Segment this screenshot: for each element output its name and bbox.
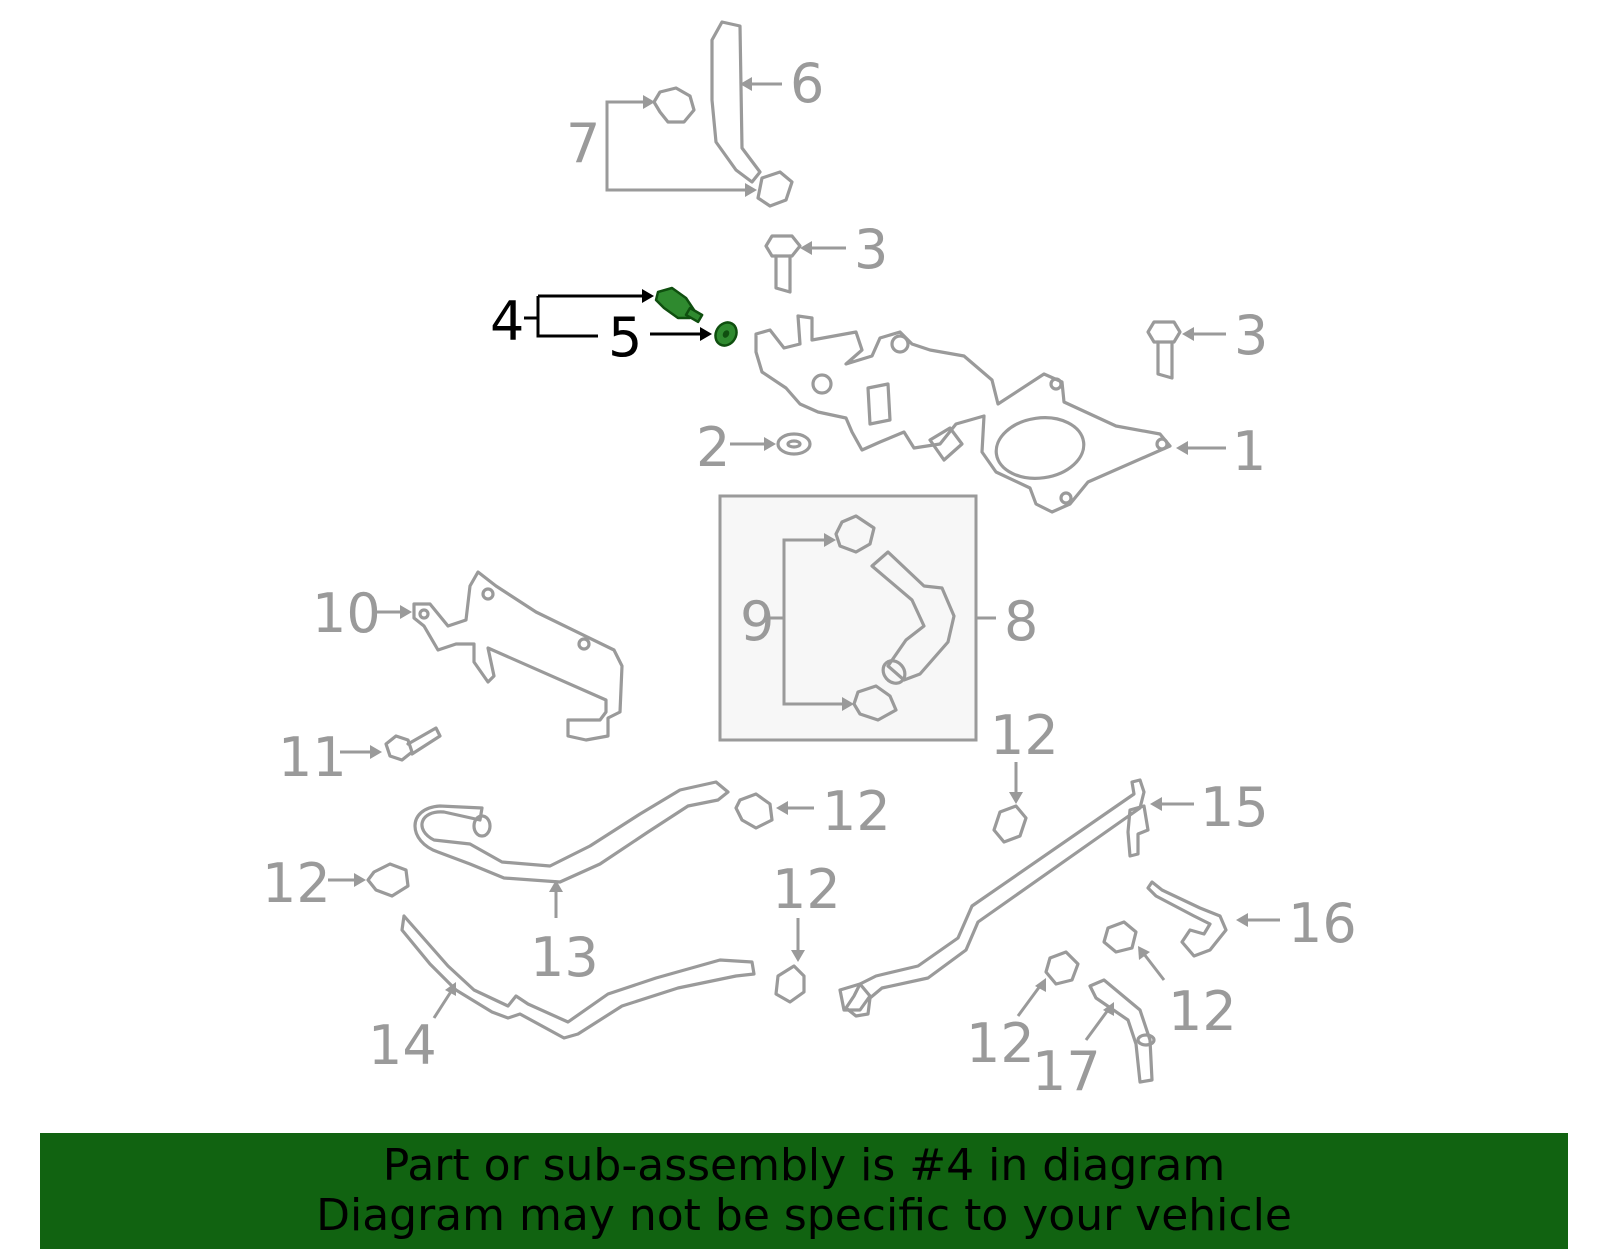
part-14-hose[interactable] bbox=[400, 914, 756, 1040]
part-12-clamp-d[interactable] bbox=[774, 964, 806, 1004]
part-7-clamp-lower[interactable] bbox=[756, 170, 794, 208]
part-16-hose[interactable] bbox=[1146, 880, 1228, 958]
callout-12b[interactable]: 12 bbox=[990, 704, 1059, 767]
banner-line-1: Part or sub-assembly is #4 in diagram bbox=[382, 1140, 1226, 1191]
part-2-o-ring[interactable] bbox=[776, 432, 812, 456]
part-7-clamp-upper[interactable] bbox=[652, 86, 696, 124]
callout-12a[interactable]: 12 bbox=[822, 780, 891, 843]
callout-9[interactable]: 9 bbox=[740, 590, 774, 653]
part-1-housing[interactable] bbox=[754, 314, 1172, 514]
part-12-clamp-b[interactable] bbox=[992, 804, 1028, 844]
leader-12f bbox=[1016, 985, 1042, 1017]
callout-7[interactable]: 7 bbox=[566, 112, 600, 175]
callout-12d[interactable]: 12 bbox=[772, 858, 841, 921]
callout-1[interactable]: 1 bbox=[1232, 420, 1266, 483]
part-12-clamp-e[interactable] bbox=[1102, 920, 1138, 954]
callout-6[interactable]: 6 bbox=[790, 52, 824, 115]
part-3-bolt-right[interactable] bbox=[1146, 320, 1182, 380]
part-4-highlighted-valve[interactable] bbox=[654, 286, 704, 324]
part-5-washer[interactable] bbox=[711, 319, 740, 350]
disclaimer-banner: Part or sub-assembly is #4 in diagram Di… bbox=[40, 1133, 1568, 1249]
leader-7 bbox=[605, 100, 748, 192]
part-12-clamp-a[interactable] bbox=[734, 792, 774, 830]
callout-3a[interactable]: 3 bbox=[854, 218, 888, 281]
callout-16[interactable]: 16 bbox=[1288, 892, 1357, 955]
callout-4[interactable]: 4 bbox=[490, 290, 524, 353]
part-8-hose[interactable] bbox=[870, 550, 956, 688]
leader-9 bbox=[770, 538, 846, 706]
callout-17[interactable]: 17 bbox=[1032, 1040, 1101, 1103]
leader-4 bbox=[524, 294, 646, 338]
part-3-bolt-left[interactable] bbox=[764, 234, 802, 294]
callout-2[interactable]: 2 bbox=[696, 416, 730, 479]
banner-line-2: Diagram may not be specific to your vehi… bbox=[316, 1190, 1292, 1241]
callout-15[interactable]: 15 bbox=[1200, 776, 1269, 839]
leader-12e bbox=[1142, 953, 1166, 981]
leader-14 bbox=[432, 989, 454, 1019]
callout-11[interactable]: 11 bbox=[278, 726, 347, 789]
callout-12e[interactable]: 12 bbox=[1168, 980, 1237, 1043]
callout-14[interactable]: 14 bbox=[368, 1014, 437, 1077]
part-10-bracket[interactable] bbox=[412, 570, 624, 742]
callout-13[interactable]: 13 bbox=[530, 926, 599, 989]
leader-17 bbox=[1084, 1009, 1110, 1041]
callout-10[interactable]: 10 bbox=[312, 582, 381, 645]
part-13-hose[interactable] bbox=[413, 780, 730, 884]
part-15-pipe[interactable] bbox=[838, 778, 1150, 1018]
part-12-clamp-c[interactable] bbox=[366, 862, 410, 898]
part-9-clamp-lower[interactable] bbox=[852, 684, 898, 722]
callout-12f[interactable]: 12 bbox=[966, 1012, 1035, 1075]
callout-12c[interactable]: 12 bbox=[262, 852, 331, 915]
callout-5[interactable]: 5 bbox=[608, 306, 642, 369]
part-12-clamp-f[interactable] bbox=[1044, 950, 1080, 986]
callout-3b[interactable]: 3 bbox=[1234, 304, 1268, 367]
part-6-hose[interactable] bbox=[710, 20, 762, 184]
part-11-bolt[interactable] bbox=[384, 726, 442, 762]
part-9-clamp-upper[interactable] bbox=[834, 514, 876, 554]
callout-8[interactable]: 8 bbox=[1004, 590, 1038, 653]
